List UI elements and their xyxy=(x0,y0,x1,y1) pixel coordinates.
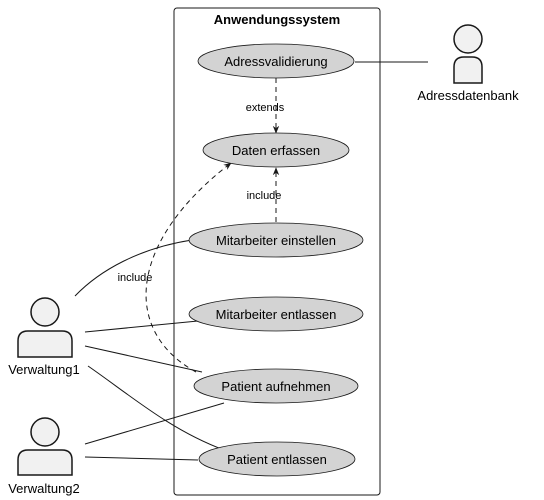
extends-label: extends xyxy=(246,102,285,114)
system-boundary xyxy=(173,7,381,496)
actor-icon xyxy=(453,24,483,84)
use-case-mitarbeiter-entlassen[interactable]: Mitarbeiter entlassen xyxy=(188,296,364,332)
association-verwaltung2-patient-entlassen xyxy=(84,456,199,461)
include-arrow-patient-aufnehmen xyxy=(145,162,232,373)
use-case-mitarbeiter-einstellen[interactable]: Mitarbeiter einstellen xyxy=(188,222,364,258)
use-case-adressvalidierung[interactable]: Adressvalidierung xyxy=(197,43,355,79)
use-case-daten-erfassen[interactable]: Daten erfassen xyxy=(202,132,350,168)
use-case-label: Daten erfassen xyxy=(232,143,320,158)
association-verwaltung1-mitarbeiter-entlassen xyxy=(84,320,199,333)
use-case-patient-aufnehmen[interactable]: Patient aufnehmen xyxy=(193,368,359,404)
association-verwaltung2-patient-aufnehmen xyxy=(84,402,225,445)
actor-verwaltung2[interactable]: Verwaltung2 xyxy=(8,417,80,496)
use-case-label: Mitarbeiter einstellen xyxy=(216,233,336,248)
use-case-label: Patient entlassen xyxy=(227,452,327,467)
actor-label: Verwaltung1 xyxy=(8,362,80,377)
use-case-label: Adressvalidierung xyxy=(224,54,327,69)
use-case-label: Patient aufnehmen xyxy=(221,379,330,394)
actor-label: Verwaltung2 xyxy=(8,481,80,496)
include-label-patient-aufnehmen: include xyxy=(118,272,153,284)
system-title: Anwendungssystem xyxy=(214,12,340,27)
use-case-label: Mitarbeiter entlassen xyxy=(216,307,337,322)
include-label-mitarbeiter-einstellen: include xyxy=(247,190,282,202)
actor-icon xyxy=(17,417,73,476)
actor-label: Adressdatenbank xyxy=(417,88,519,103)
association-verwaltung1-mitarbeiter-einstellen xyxy=(74,239,193,297)
actor-icon xyxy=(17,297,73,358)
actor-adressdatenbank[interactable]: Adressdatenbank xyxy=(417,24,519,103)
association-verwaltung1-patient-entlassen xyxy=(87,365,225,451)
actor-verwaltung1[interactable]: Verwaltung1 xyxy=(8,297,80,377)
use-case-patient-entlassen[interactable]: Patient entlassen xyxy=(198,441,356,477)
association-verwaltung1-patient-aufnehmen xyxy=(84,345,203,373)
